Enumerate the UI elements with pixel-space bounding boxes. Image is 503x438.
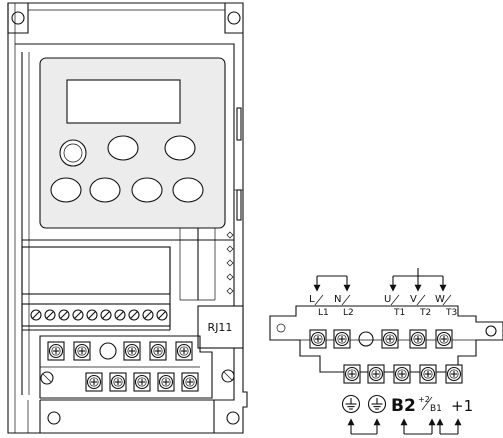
terminal-screw-icon[interactable] [157, 310, 167, 320]
svg-text:B1: B1 [430, 404, 442, 414]
mount-hole-bottom-left [48, 412, 60, 424]
terminal-screw-icon[interactable] [59, 310, 69, 320]
ground-wire-arrows [348, 419, 380, 434]
terminal-screw-icon[interactable] [176, 342, 192, 360]
terminal-screw-icon[interactable] [394, 365, 410, 383]
terminal-screw-icon[interactable] [158, 373, 174, 391]
terminal-screw-icon[interactable] [48, 342, 64, 360]
terminal-label-b1: +2 B1 [418, 395, 442, 414]
terminal-screw-icon[interactable] [101, 310, 111, 320]
ground-screw-left[interactable] [41, 372, 53, 384]
terminal-screw-icon[interactable] [143, 310, 153, 320]
terminal-screw-icon[interactable] [368, 365, 384, 383]
keypad-button[interactable] [132, 178, 162, 202]
keypad-button[interactable] [51, 178, 81, 202]
brake-wire-arrows [401, 419, 435, 434]
terminal-screw-icon[interactable] [74, 342, 90, 360]
side-vent-slot-lower [237, 190, 241, 220]
svg-text:V: V [410, 294, 417, 305]
terminal-label-b2: B2 [391, 396, 416, 416]
terminal-screw-icon[interactable] [410, 330, 426, 348]
terminal-screw-icon[interactable] [115, 310, 125, 320]
terminal-screw-icon[interactable] [182, 373, 198, 391]
ground-screw-right[interactable] [222, 370, 234, 382]
terminal-screw-icon[interactable] [134, 373, 150, 391]
mount-hole-bottom-right [227, 412, 239, 424]
terminal-screw-icon[interactable] [150, 342, 166, 360]
terminal-screw-icon[interactable] [31, 310, 41, 320]
svg-text:L: L [309, 294, 315, 305]
terminal-screw-icon[interactable] [86, 373, 102, 391]
mount-hole-detail-left [277, 324, 285, 332]
input-wire-arrows [314, 276, 350, 291]
keypad-button[interactable] [173, 178, 203, 202]
svg-text:U: U [384, 294, 391, 305]
terminal-screw-icon[interactable] [110, 373, 126, 391]
terminal-block-detail: L L1 N L2 U T1 V T2 W T3 B [270, 268, 503, 434]
terminal-screw-icon[interactable] [344, 365, 360, 383]
svg-text:L2: L2 [343, 308, 354, 318]
protective-ground-icon [343, 396, 360, 413]
terminal-knob-icon [359, 332, 373, 346]
svg-text:T1: T1 [393, 308, 405, 318]
device-front-view: RJ11 [8, 3, 247, 433]
keypad-button[interactable] [90, 178, 120, 202]
mount-hole-detail-right [486, 326, 496, 336]
svg-text:W: W [435, 294, 445, 305]
svg-text:T2: T2 [419, 308, 431, 318]
svg-text:L1: L1 [318, 308, 329, 318]
side-vent-slot [237, 108, 241, 140]
terminal-screw-icon[interactable] [87, 310, 97, 320]
terminal-screw-icon[interactable] [73, 310, 83, 320]
mount-hole-top-left [12, 12, 24, 24]
terminal-screw-icon[interactable] [124, 342, 140, 360]
terminal-screw-icon[interactable] [382, 330, 398, 348]
svg-text:N: N [334, 294, 341, 305]
terminal-screw-icon[interactable] [129, 310, 139, 320]
control-board-panel [22, 247, 170, 294]
mount-hole-top-right [228, 12, 240, 24]
terminal-screw-icon[interactable] [436, 330, 452, 348]
rj11-label: RJ11 [208, 321, 233, 334]
lcd-display [67, 80, 180, 123]
svg-text:T3: T3 [445, 308, 457, 318]
mount-ear-top-left [8, 3, 28, 33]
keypad-button[interactable] [108, 136, 138, 160]
terminal-knob-icon [100, 343, 116, 359]
jumper-pins [227, 232, 233, 294]
terminal-screw-icon[interactable] [45, 310, 55, 320]
keypad-knob[interactable] [60, 140, 86, 166]
dc-wire-arrows [437, 419, 461, 434]
protective-ground-icon [369, 396, 386, 413]
terminal-screw-icon[interactable] [446, 365, 462, 383]
terminal-screw-icon[interactable] [334, 330, 350, 348]
terminal-screw-icon[interactable] [310, 330, 326, 348]
output-wire-arrows [390, 268, 446, 291]
keypad-button[interactable] [165, 136, 195, 160]
terminal-screw-icon[interactable] [420, 365, 436, 383]
terminal-label-plus1: +1 [451, 397, 473, 415]
